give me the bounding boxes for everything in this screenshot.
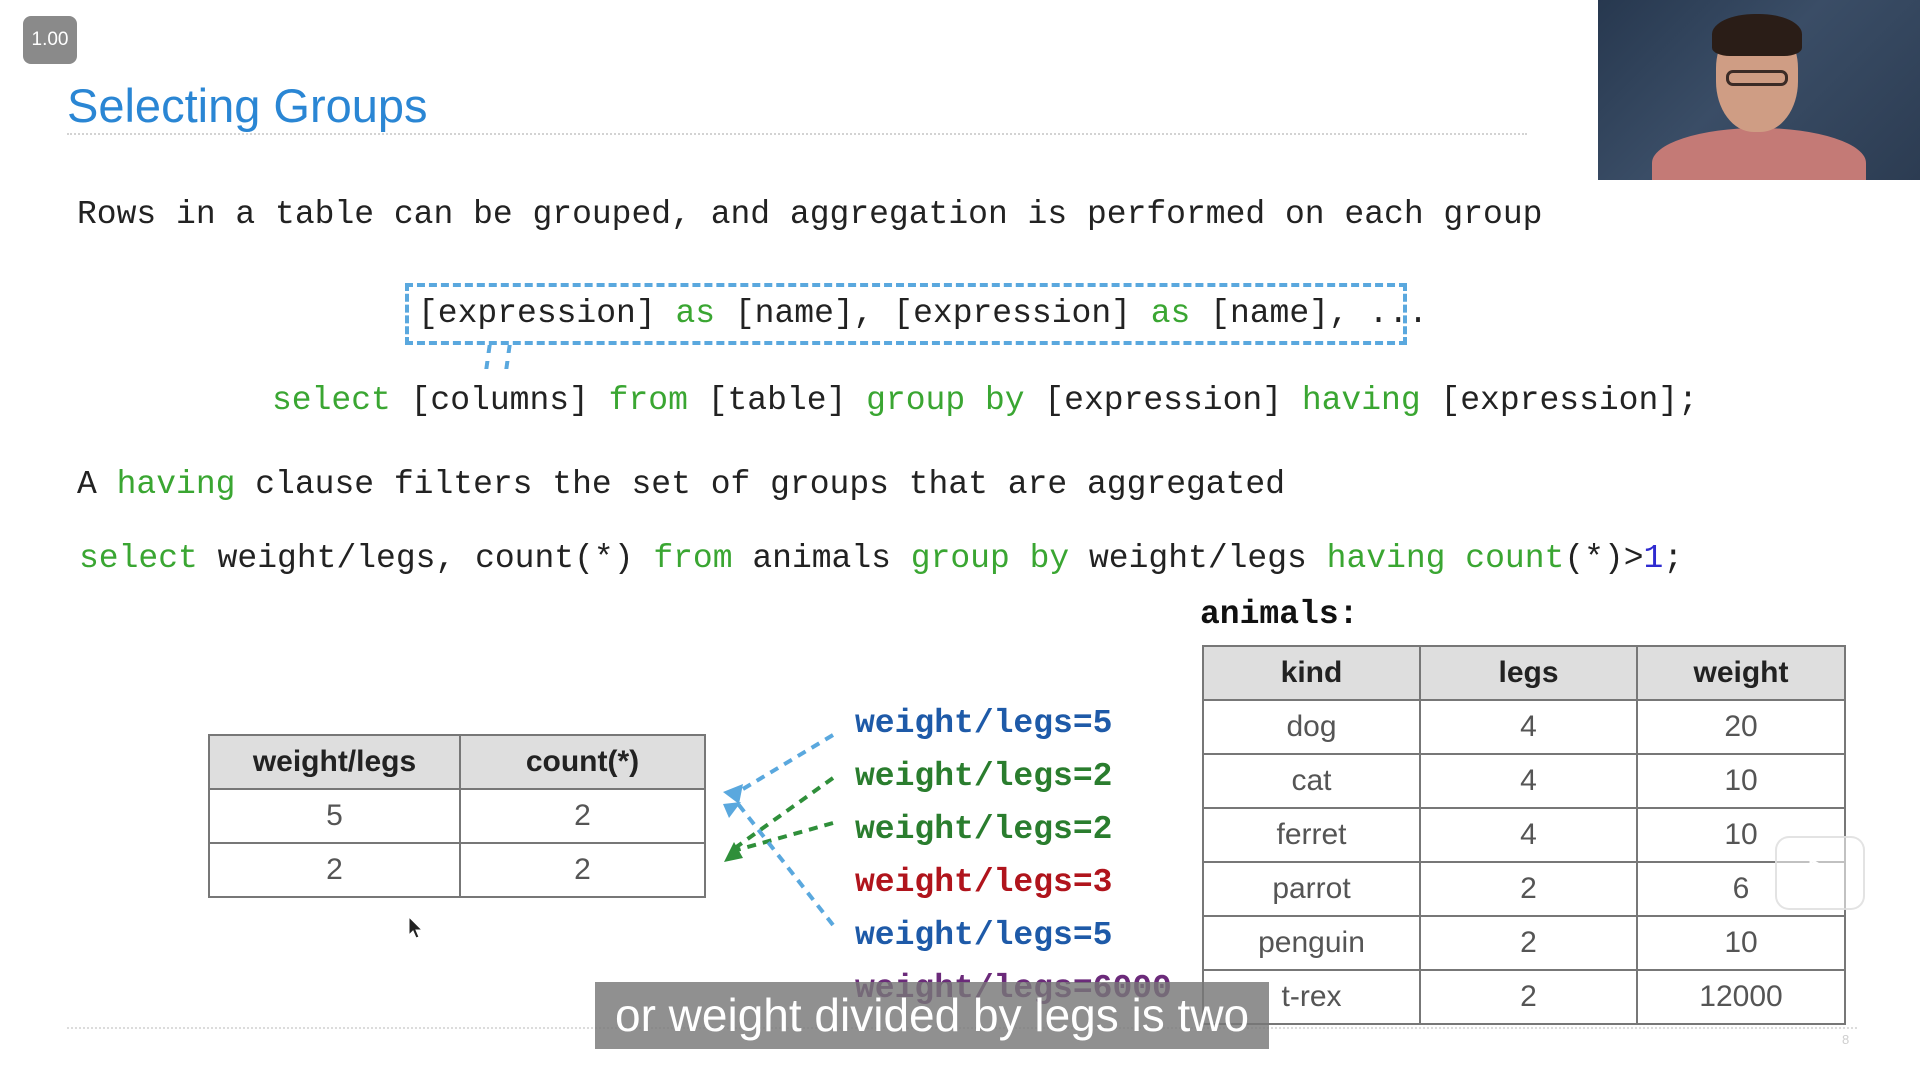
expression-pointer bbox=[484, 345, 512, 369]
video-subtitle: or weight divided by legs is two bbox=[595, 982, 1270, 1049]
slide-title: Selecting Groups bbox=[67, 79, 428, 132]
animals-header-weight: weight bbox=[1636, 645, 1846, 701]
table-row: 5 2 bbox=[208, 788, 706, 844]
table-cell: penguin bbox=[1202, 915, 1421, 971]
arrow-group-5-bottom bbox=[733, 798, 835, 927]
table-cell: 12000 bbox=[1636, 969, 1846, 1025]
animals-caption: animals: bbox=[1200, 596, 1359, 633]
arrow-group-5-top bbox=[731, 733, 835, 797]
animals-header-row: kind legs weight bbox=[1202, 645, 1846, 701]
animals-table: kind legs weight dog 4 20 cat 4 10 ferre… bbox=[1202, 645, 1846, 1025]
group-label: weight/legs=2 bbox=[855, 758, 1113, 795]
group-label: weight/legs=5 bbox=[855, 705, 1113, 742]
group-label: weight/legs=5 bbox=[855, 917, 1113, 954]
result-header-weight-legs: weight/legs bbox=[208, 734, 461, 790]
speaker-shirt bbox=[1652, 128, 1866, 180]
arrowhead-blue-1 bbox=[723, 784, 743, 804]
example-query: select weight/legs, count(*) from animal… bbox=[79, 540, 1684, 577]
table-cell: 10 bbox=[1636, 915, 1846, 971]
table-row: cat 4 10 bbox=[1202, 753, 1846, 809]
table-cell: 10 bbox=[1636, 807, 1846, 863]
group-label: weight/legs=2 bbox=[855, 811, 1113, 848]
page-number: 8 bbox=[1842, 1032, 1850, 1047]
table-cell: 4 bbox=[1419, 699, 1638, 755]
group-label: weight/legs=3 bbox=[855, 864, 1113, 901]
table-cell: 2 bbox=[459, 842, 706, 898]
speaker-video bbox=[1598, 0, 1920, 180]
playback-speed-badge[interactable]: 1.00 bbox=[23, 16, 77, 64]
syntax-line: select [columns] from [table] group by [… bbox=[272, 382, 1698, 419]
table-row: penguin 2 10 bbox=[1202, 915, 1846, 971]
having-explanation: A having clause filters the set of group… bbox=[77, 466, 1286, 503]
table-row: 2 2 bbox=[208, 842, 706, 898]
table-row: dog 4 20 bbox=[1202, 699, 1846, 755]
table-cell: 2 bbox=[1419, 969, 1638, 1025]
table-cell: 2 bbox=[1419, 915, 1638, 971]
table-cell: 4 bbox=[1419, 753, 1638, 809]
table-cell: 2 bbox=[1419, 861, 1638, 917]
expression-highlight-box bbox=[405, 283, 1407, 345]
play-icon bbox=[1809, 858, 1835, 888]
table-cell: dog bbox=[1202, 699, 1421, 755]
intro-text: Rows in a table can be grouped, and aggr… bbox=[77, 196, 1543, 233]
arrowhead-green bbox=[724, 842, 743, 862]
mouse-cursor-icon bbox=[408, 916, 424, 939]
speaker-glasses bbox=[1726, 70, 1788, 86]
table-cell: parrot bbox=[1202, 861, 1421, 917]
arrow-group-2-bottom bbox=[736, 821, 834, 852]
title-divider bbox=[67, 133, 1527, 135]
table-row: parrot 2 6 bbox=[1202, 861, 1846, 917]
table-row: t-rex 2 12000 bbox=[1202, 969, 1846, 1025]
table-cell: cat bbox=[1202, 753, 1421, 809]
group-arrows bbox=[723, 733, 835, 927]
table-cell: 5 bbox=[208, 788, 461, 844]
result-table: weight/legs count(*) 5 2 2 2 bbox=[208, 734, 706, 898]
table-cell: ferret bbox=[1202, 807, 1421, 863]
table-cell: 4 bbox=[1419, 807, 1638, 863]
animals-header-kind: kind bbox=[1202, 645, 1421, 701]
table-row: ferret 4 10 bbox=[1202, 807, 1846, 863]
play-button[interactable] bbox=[1775, 836, 1865, 910]
arrow-group-2-top bbox=[733, 776, 835, 850]
table-cell: 2 bbox=[208, 842, 461, 898]
arrowhead-blue-2 bbox=[723, 802, 741, 818]
table-cell: 10 bbox=[1636, 753, 1846, 809]
result-table-header-row: weight/legs count(*) bbox=[208, 734, 706, 790]
table-cell: 20 bbox=[1636, 699, 1846, 755]
table-cell: 2 bbox=[459, 788, 706, 844]
expression-line: [expression] as [name], [expression] as … bbox=[418, 295, 1428, 332]
result-header-count: count(*) bbox=[459, 734, 706, 790]
speaker-hair bbox=[1712, 14, 1802, 56]
animals-header-legs: legs bbox=[1419, 645, 1638, 701]
